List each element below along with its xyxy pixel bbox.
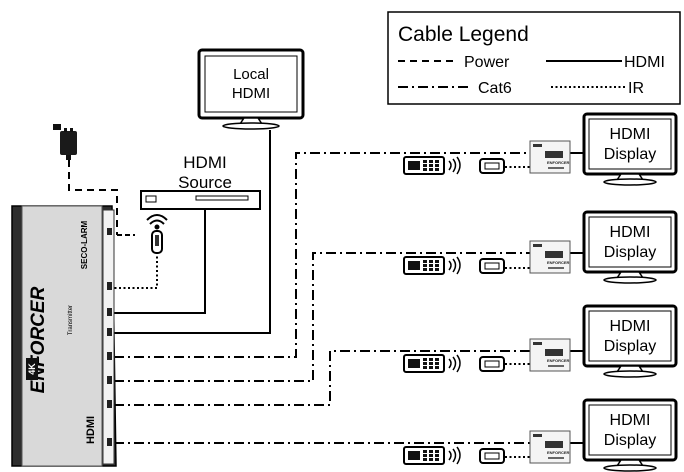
display-label-line2: Display <box>604 146 656 163</box>
remote-control-icon <box>403 256 445 275</box>
receiver-row: ENFORCER HDMI Display <box>403 304 678 378</box>
receiver-row: ENFORCER HDMI Display <box>403 112 678 186</box>
legend-cat6-label: Cat6 <box>478 80 512 97</box>
receiver-row: ENFORCER HDMI Display <box>403 210 678 284</box>
cables <box>68 130 584 458</box>
legend-ir-label: IR <box>628 80 644 97</box>
transmitter-hdmi-logo: HDMI <box>85 416 97 444</box>
display-label-line2: Display <box>604 338 656 355</box>
cat6-cable-1 <box>114 152 530 358</box>
remote-control-icon <box>403 156 445 175</box>
cat6-cable-3 <box>114 350 530 406</box>
receiver-brand: ENFORCER <box>547 260 570 265</box>
hdmi-display: HDMI Display <box>582 304 678 378</box>
receiver-device: ENFORCER <box>529 430 571 464</box>
receiver-device: ENFORCER <box>529 140 571 174</box>
ir-wave-icon <box>448 156 461 175</box>
receiver-brand: ENFORCER <box>547 450 570 455</box>
transmitter-device: ENFORCER SECO-LARM Transmitter HDMI 4K <box>11 205 117 467</box>
cable-legend: Cable Legend Power HDMI Cat6 IR <box>387 11 681 105</box>
ir-wave-icon <box>448 354 461 373</box>
ir-sensor-icon <box>479 448 505 464</box>
display-label-line1: HDMI <box>610 126 651 143</box>
remote-control-icon <box>403 354 445 373</box>
display-label-line1: HDMI <box>610 318 651 335</box>
legend-hdmi-label: HDMI <box>624 54 665 71</box>
hdmi-display: HDMI Display <box>582 398 678 472</box>
receiver-row: ENFORCER HDMI Display <box>403 398 678 472</box>
display-label-line1: HDMI <box>610 412 651 429</box>
cat6-cable-2 <box>114 252 530 382</box>
wireless-ir-icon <box>146 214 168 254</box>
ir-sensor-icon <box>479 356 505 372</box>
transmitter-maker: SECO-LARM <box>80 220 89 269</box>
receiver-device: ENFORCER <box>529 338 571 372</box>
hdmi-source-device: HDMI Source <box>140 153 261 210</box>
display-label-line2: Display <box>604 244 656 261</box>
legend-power-label: Power <box>464 54 510 71</box>
transmitter-ports <box>107 228 112 446</box>
transmitter-badge-text: 4K <box>27 363 37 375</box>
ir-wave-icon <box>448 446 461 465</box>
receiver-rows: ENFORCERHDMIDisplayENFORCERHDMIDisplayEN… <box>403 112 678 472</box>
hdmi-display: HDMI Display <box>582 112 678 186</box>
power-cable <box>68 160 118 235</box>
display-label-line2: Display <box>604 432 656 449</box>
receiver-device: ENFORCER <box>529 240 571 274</box>
hdmi-cable-local <box>114 130 271 334</box>
ir-sensor-icon <box>479 158 505 174</box>
transmitter-subtitle: Transmitter <box>68 305 74 335</box>
receiver-brand: ENFORCER <box>547 358 570 363</box>
local-hdmi-tv: Local HDMI <box>197 48 305 130</box>
legend-title: Cable Legend <box>398 23 529 46</box>
local-hdmi-line2: HDMI <box>232 85 270 102</box>
hdmi-cable-source <box>114 209 206 314</box>
hdmi-display: HDMI Display <box>582 210 678 284</box>
remote-control-icon <box>403 446 445 465</box>
power-adapter-icon <box>53 124 77 160</box>
transmitter-4k-badge: 4K <box>26 358 38 380</box>
local-hdmi-line1: Local <box>233 66 269 83</box>
hdmi-source-line1: HDMI <box>183 153 226 172</box>
receiver-brand: ENFORCER <box>547 160 570 165</box>
ir-sensor-icon <box>479 258 505 274</box>
display-label-line1: HDMI <box>610 224 651 241</box>
ir-wave-icon <box>448 256 461 275</box>
hdmi-source-line2: Source <box>178 173 232 192</box>
ir-cable <box>114 252 158 289</box>
